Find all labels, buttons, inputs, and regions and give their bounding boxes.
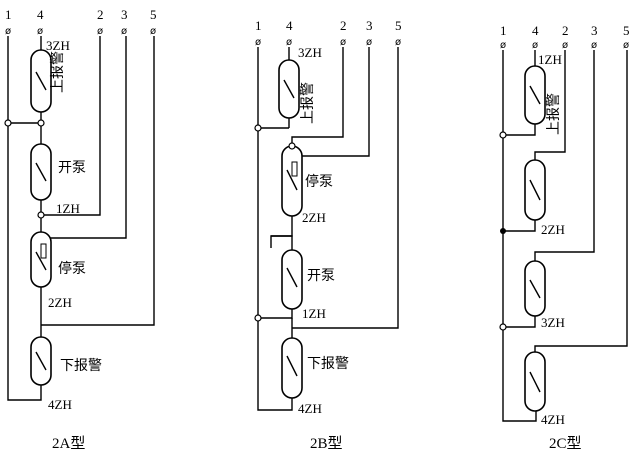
terminal-3-label: 3 (591, 23, 598, 38)
terminal-3-label: 3 (121, 7, 128, 22)
wire (271, 235, 293, 250)
switch-id-4zh: 4ZH (541, 412, 565, 427)
terminal-symbol: ø (591, 40, 597, 51)
label-lower-alarm: 下报警 (60, 358, 102, 374)
wire (257, 128, 293, 411)
wire (292, 47, 399, 329)
terminal-2-label: 2 (97, 7, 104, 22)
terminal-symbol: ø (150, 26, 156, 37)
caption-2a: 2A型 (52, 435, 85, 452)
junction-dot (500, 228, 506, 234)
terminal-2-label: 2 (340, 18, 347, 33)
float-switch-4zh (281, 337, 303, 399)
wire (534, 50, 595, 261)
switch-id-4zh: 4ZH (48, 397, 72, 412)
terminal-symbol: ø (97, 26, 103, 37)
float-switch-1zh (524, 65, 546, 125)
junction-node (37, 211, 45, 219)
terminal-symbol: ø (37, 26, 43, 37)
wire (502, 50, 537, 422)
float-switch-2zh (524, 159, 546, 221)
terminal-1-label: 1 (255, 18, 262, 33)
label-upper-alarm-2a: 上报警 (50, 51, 66, 93)
junction-node (37, 119, 45, 127)
terminal-5-label: 5 (150, 7, 157, 22)
wire (291, 47, 344, 146)
terminal-1-label: 1 (500, 23, 507, 38)
switch-id-1zh: 1ZH (302, 306, 326, 321)
label-start-pump: 开泵 (58, 160, 86, 176)
float-switch-1zh (30, 143, 52, 201)
junction-node (288, 142, 296, 150)
terminal-symbol: ø (340, 37, 346, 48)
junction-node (499, 323, 507, 331)
terminal-symbol: ø (366, 37, 372, 48)
float-switch-4zh (30, 336, 52, 386)
terminal-symbol: ø (623, 40, 629, 51)
wire (503, 124, 536, 136)
caption-2b: 2B型 (310, 435, 343, 452)
float-switch-3zh (278, 59, 300, 119)
label-upper-alarm-2c: 上报警 (546, 93, 562, 135)
terminal-5-label: 5 (395, 18, 402, 33)
terminal-symbol: ø (286, 37, 292, 48)
terminal-2-label: 2 (562, 23, 569, 38)
terminal-symbol: ø (532, 40, 538, 51)
wire (270, 216, 293, 248)
terminal-4-label: 4 (532, 23, 539, 38)
switch-id-2zh: 2ZH (541, 222, 565, 237)
float-switch-4zh (524, 351, 546, 412)
terminal-symbol: ø (5, 26, 11, 37)
terminal-5-label: 5 (623, 23, 630, 38)
terminal-1-label: 1 (5, 7, 12, 22)
wire (534, 50, 628, 352)
label-lower-alarm: 下报警 (307, 356, 349, 372)
float-switch-2zh (281, 145, 303, 217)
caption-2c: 2C型 (549, 435, 582, 452)
terminal-4-label: 4 (286, 18, 293, 33)
terminal-symbol: ø (395, 37, 401, 48)
terminal-symbol: ø (500, 40, 506, 51)
float-switch-3zh (30, 49, 52, 113)
wire (41, 36, 155, 326)
terminal-4-label: 4 (37, 7, 44, 22)
circuit-2b: 1 4 2 3 5 ø ø ø ø ø (254, 18, 402, 452)
switch-id-2zh: 2ZH (48, 295, 72, 310)
wire (41, 36, 101, 216)
circuit-2a: 1 4 2 3 5 ø ø ø ø ø (4, 7, 157, 452)
switch-id-1zh: 1ZH (538, 52, 562, 67)
switch-id-3zh: 3ZH (541, 315, 565, 330)
float-switch-1zh (281, 249, 303, 310)
terminal-symbol: ø (255, 37, 261, 48)
circuit-2c: 1 4 2 3 5 ø ø ø ø ø (499, 23, 630, 452)
terminal-3-label: 3 (366, 18, 373, 33)
wire (258, 309, 293, 319)
wire (534, 50, 566, 160)
switch-id-4zh: 4ZH (298, 401, 322, 416)
terminal-symbol: ø (562, 40, 568, 51)
float-switch-3zh (524, 260, 546, 317)
switch-id-1zh: 1ZH (56, 201, 80, 216)
switch-id-3zh: 3ZH (46, 38, 70, 53)
label-stop-pump: 停泵 (58, 260, 86, 277)
switch-id-2zh: 2ZH (302, 210, 326, 225)
label-stop-pump: 停泵 (305, 173, 333, 190)
junction-node (4, 119, 12, 127)
float-switch-2zh (30, 231, 52, 288)
junction-node (254, 314, 262, 322)
wire (503, 316, 536, 328)
label-upper-alarm-2b: 上报警 (300, 82, 316, 124)
label-start-pump: 开泵 (307, 268, 335, 284)
wire (503, 220, 536, 232)
junction-node (499, 131, 507, 139)
switch-id-3zh: 3ZH (298, 45, 322, 60)
terminal-symbol: ø (121, 26, 127, 37)
wire (7, 36, 42, 401)
junction-node (254, 124, 262, 132)
